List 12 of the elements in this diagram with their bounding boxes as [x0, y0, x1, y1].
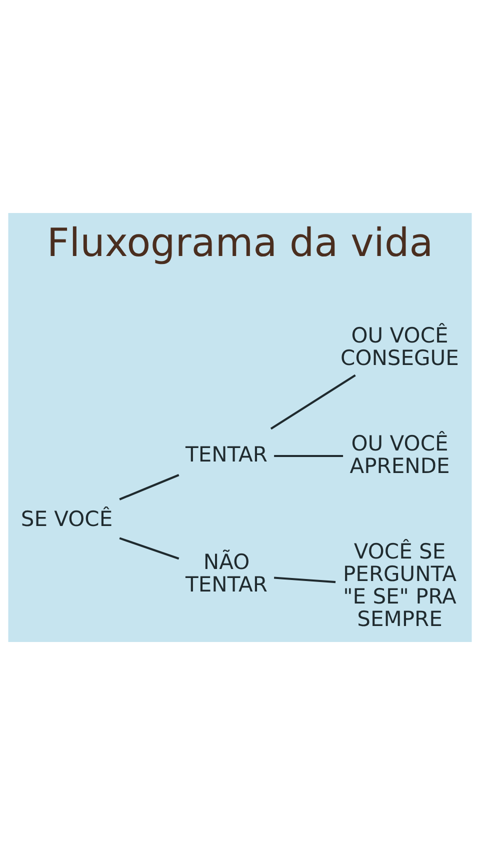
- node-text: VOCÊ SE PERGUNTA "E SE" PRA SEMPRE: [343, 538, 456, 630]
- node-text: NÃO TENTAR: [186, 549, 268, 596]
- connector: [274, 576, 336, 583]
- node-text: OU VOCÊ APRENDE: [350, 430, 450, 478]
- node-text: TENTAR: [186, 442, 268, 466]
- node-text: SE VOCÊ: [20, 506, 113, 531]
- connector: [119, 474, 180, 500]
- connector: [119, 536, 180, 560]
- connector: [270, 374, 356, 430]
- diagram-title: Fluxograma da vida: [46, 220, 434, 266]
- node-text: OU VOCÊ CONSEGUE: [340, 322, 459, 370]
- connector: [274, 454, 344, 457]
